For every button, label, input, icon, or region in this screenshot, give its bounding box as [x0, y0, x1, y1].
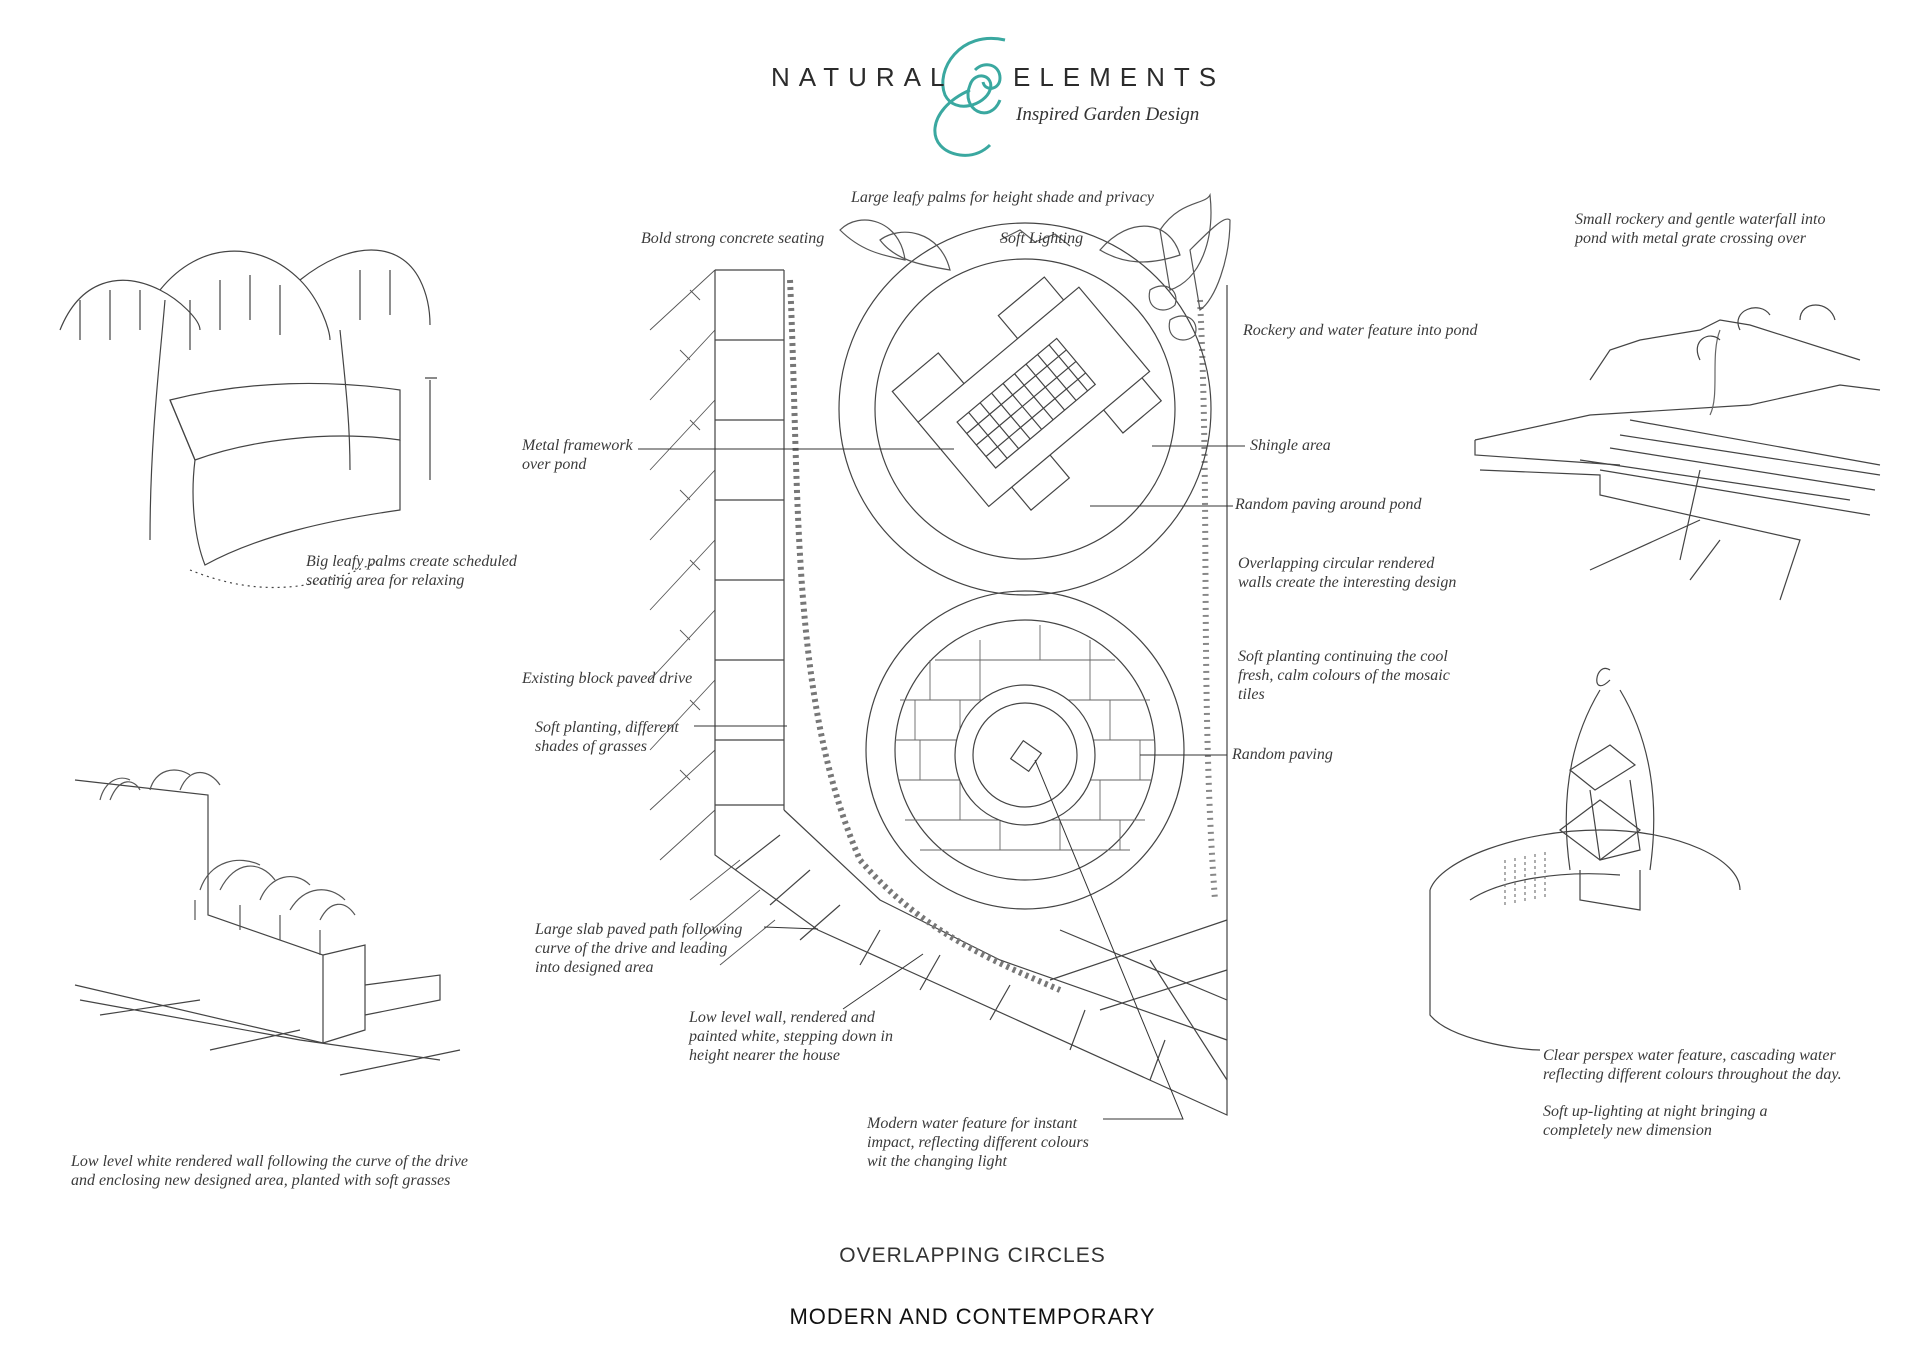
mosaic-tiles [1504, 852, 1546, 905]
label-random-paving-pond: Random paving around pond [1235, 496, 1422, 513]
label-shingle: Shingle area [1250, 437, 1331, 454]
label-rockery-water: Rockery and water feature into pond [1243, 322, 1478, 339]
logo-natural: NATURAL [771, 62, 954, 92]
label-overlapping-walls: Overlapping circular rendered walls crea… [1238, 555, 1457, 591]
label-big-leafy-palms: Big leafy palms create scheduled seating… [306, 553, 517, 589]
block-paved-drive [649, 269, 776, 966]
label-slab-path: Large slab paved path following curve of… [535, 921, 743, 976]
label-soft-planting-grasses: Soft planting, different shades of grass… [535, 719, 679, 755]
garden-plan [649, 192, 1231, 1116]
title-modern-contemporary: MODERN AND CONTEMPORARY [789, 1304, 1156, 1329]
perspex-sketch [1429, 667, 1741, 1051]
label-small-rockery: Small rockery and gentle waterfall into … [1575, 211, 1826, 247]
label-palms-height: Large leafy palms for height shade and p… [851, 189, 1154, 206]
title-overlapping-circles: OVERLAPPING CIRCLES [839, 1244, 1106, 1267]
palms-top [839, 192, 1231, 341]
label-concrete-seating: Bold strong concrete seating [641, 230, 825, 247]
lower-circle-wall [865, 590, 1185, 910]
metal-grate [891, 276, 1163, 511]
label-white-wall: Low level white rendered wall following … [71, 1153, 468, 1189]
pond-grate-sketch [1474, 304, 1881, 601]
water-feature [1009, 739, 1043, 773]
label-perspex: Clear perspex water feature, cascading w… [1543, 1047, 1842, 1083]
logo-swirl-icon [933, 36, 1006, 157]
seating-sketch [59, 249, 437, 589]
logo-elements: ELEMENTS [1013, 62, 1226, 92]
label-modern-water: Modern water feature for instant impact,… [867, 1115, 1089, 1170]
label-low-wall: Low level wall, rendered and painted whi… [689, 1009, 893, 1064]
label-soft-lighting: Soft Lighting [1000, 230, 1084, 247]
label-metal-framework: Metal framework over pond [522, 437, 633, 473]
planter-wall-sketch [74, 769, 461, 1076]
logo-tagline: Inspired Garden Design [1016, 104, 1200, 125]
label-soft-planting-cool: Soft planting continuing the cool fresh,… [1238, 648, 1450, 703]
label-uplighting: Soft up-lighting at night bringing a com… [1543, 1103, 1768, 1139]
grass-clumps [99, 769, 356, 955]
label-existing-drive: Existing block paved drive [522, 670, 693, 687]
label-random-paving: Random paving [1232, 746, 1333, 763]
upper-circle-wall [838, 222, 1212, 596]
water-feature-ring [954, 684, 1096, 826]
leader-lines [638, 445, 1245, 1120]
